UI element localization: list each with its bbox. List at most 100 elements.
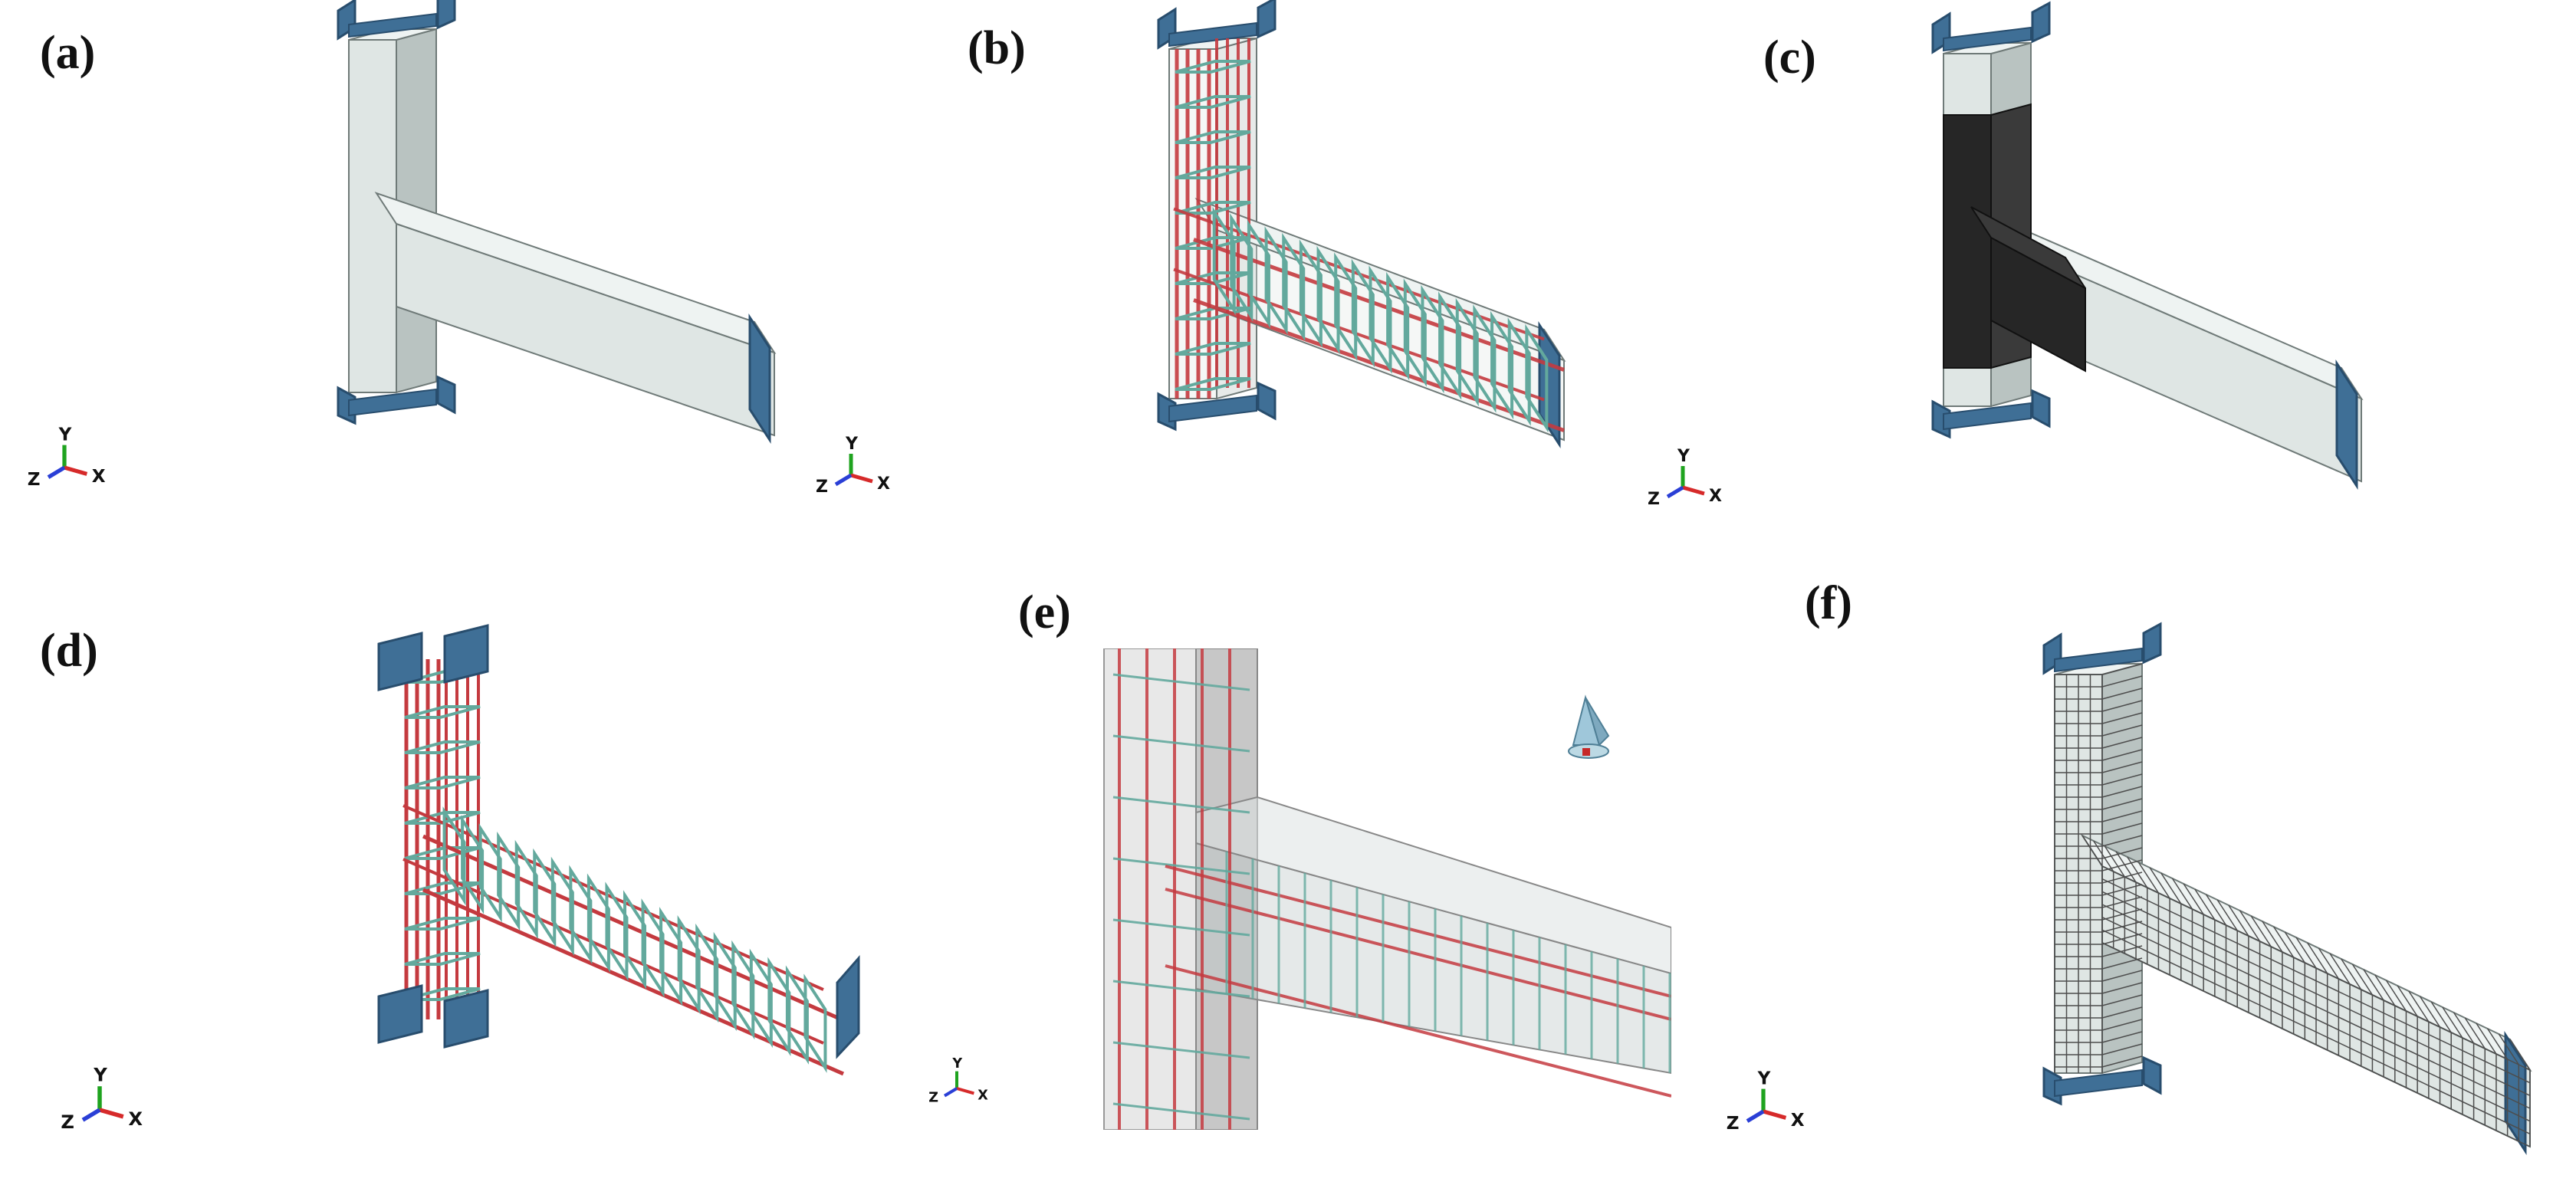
column-bottom-plate [2054,1068,2143,1098]
column-stirrup [404,705,481,719]
mesh-line-column-side [2101,761,2143,773]
mesh-line-column-side [2101,810,2143,822]
mesh-line-column-side [2101,1006,2143,1019]
beam-longitudinal-bar [1193,298,1565,432]
mesh-line-beam-top [2453,1012,2475,1044]
cohesive-zone-column-front [1943,114,1992,369]
column-top-plate-right [436,0,456,30]
column-concrete-zoom [1103,648,1258,1130]
mesh-line-beam-top [2194,888,2216,921]
orientation-cone-side-icon [1585,697,1610,747]
beam-top-face [1194,197,1566,363]
column-loading-plate [443,624,489,684]
mesh-line-beam-top [2374,974,2396,1006]
mesh-line-beam-top [2205,894,2227,926]
mesh-line-beam-horizontal [2101,865,2531,1071]
axis-z-arrow [1666,485,1684,499]
mesh-line-column-side [2101,675,2143,688]
cohesive-zone-beam-top [1970,206,2086,289]
orientation-origin-icon [1582,748,1590,756]
mesh-line-beam-top [2171,878,2193,910]
axis-label-x: X [978,1088,988,1103]
mesh-line-column-side [2101,872,2143,884]
column-stirrup [1175,342,1251,356]
column-stirrup [1175,166,1251,179]
mesh-line-beam-top [2160,872,2182,904]
beam-longitudinal-bar-zoom [1165,964,1671,1098]
mesh-line-column-side [2101,982,2143,994]
column-stirrup [1175,377,1251,391]
mesh-line-beam-top [2273,926,2295,958]
mesh-line-beam-top [2385,980,2407,1012]
axis-x-arrow [1682,485,1705,496]
mesh-line-beam-horizontal [2101,904,2531,1109]
axis-label-z: Z [1648,490,1660,509]
mesh-line-beam-top [2397,985,2418,1017]
mesh-line-column-side [2101,847,2143,859]
mesh-line-beam-top [2262,921,2283,953]
mesh-line-beam-top [2183,883,2204,915]
mesh-line-column-side [2101,822,2143,835]
column-stirrup-zoom [1112,673,1250,691]
mesh-line-beam-top [2228,904,2249,937]
axis-label-y: Y [1757,1068,1771,1088]
axis-label-y: Y [1677,447,1691,466]
mesh-line-beam-top [2284,931,2305,963]
axis-triad: YXZ [816,435,890,497]
axis-label-z: Z [816,478,828,497]
beam-top-face [374,192,777,354]
column-bottom-plate [1943,402,2032,431]
beam-stirrup [1525,323,1549,433]
mesh-line-beam-top [2419,996,2441,1028]
column-bottom-plate [1168,394,1257,423]
beam-longitudinal-bar [422,888,845,1076]
mesh-line-column-side [2101,970,2143,982]
column-bottom-plate-right [1257,381,1276,421]
mesh-line-beam-top [2351,963,2374,996]
mesh-line-beam-top [2149,867,2170,899]
mesh-line-beam-top [2329,953,2351,985]
beam-longitudinal-bar [1193,238,1565,372]
column-stirrup [404,740,481,754]
axis-label-y: Y [845,435,859,454]
axis-label-y: Y [951,1056,962,1072]
axis-triad: YXZ [1648,447,1722,509]
column-bottom-plate-right [2142,1055,2162,1095]
axis-label-y: Y [58,425,72,445]
mesh-line-column-side [2101,663,2143,675]
panel-c-cohesive-zones [1931,1,2364,491]
mesh-line-beam-top [2498,1033,2519,1065]
axis-z-arrow [81,1108,101,1122]
panel-b-transparent-specimen [1157,0,1566,449]
column-front-face [348,39,397,393]
beam-end-loading-plate [2335,359,2358,491]
mesh-line-beam-top [2408,990,2430,1023]
column-top-plate-right [2142,622,2162,665]
mesh-line-beam-top [2082,835,2103,867]
beam-longitudinal-bar-zoom [1165,888,1671,1021]
mesh-line-column-side [2101,700,2143,712]
axis-label-x: X [1791,1111,1805,1131]
mesh-line-column-side [2101,688,2143,700]
column-loading-plate [443,989,489,1049]
axis-label-z: Z [61,1111,74,1133]
column-top-plate [1943,26,2032,52]
panel-label-b: (b) [968,22,1026,74]
mesh-line-beam-top [2442,1006,2463,1039]
axis-x-arrow [956,1087,974,1095]
panel-label-f: (f) [1805,577,1852,629]
mesh-line-beam-top [2307,942,2328,974]
mesh-line-beam-top [2363,969,2384,1001]
panel-f-mesh [2042,622,2532,1156]
axis-label-x: X [92,467,106,487]
axis-label-z: Z [28,470,41,490]
column-bottom-plate-right [2031,389,2051,428]
beam-end-loading-plate [836,955,860,1059]
panel-label-c: (c) [1763,31,1816,84]
axis-triad: YXZ [1727,1068,1805,1134]
mesh-line-beam-top [2341,958,2362,990]
mesh-line-column-side [2101,724,2143,737]
mesh-line-beam-horizontal [2101,929,2531,1135]
beam-top-zoom [1195,796,1671,975]
